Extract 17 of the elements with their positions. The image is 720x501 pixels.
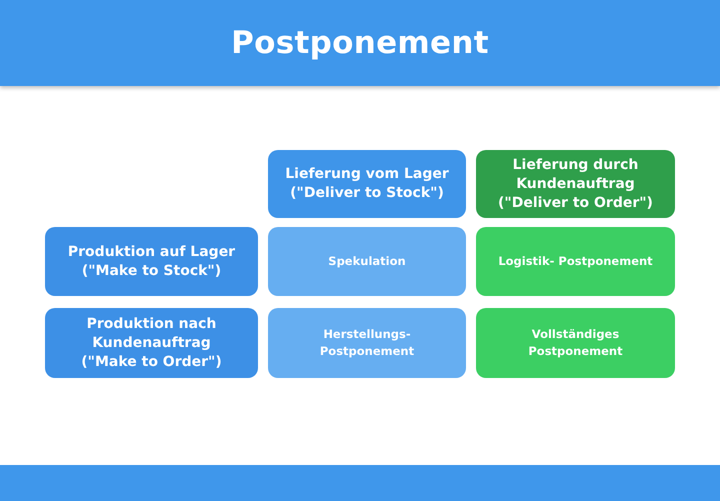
title: Postponement bbox=[231, 25, 489, 61]
matrix-cell bbox=[268, 308, 466, 378]
node-text: Herstellungs- Postponement bbox=[318, 326, 416, 360]
node-text: Lieferung vom Lager ("Deliver to Stock") bbox=[284, 165, 450, 203]
node-text: Lieferung durch Kundenauftrag ("Deliver to Order") bbox=[497, 156, 654, 212]
column-header bbox=[476, 150, 675, 218]
matrix-cell bbox=[476, 308, 675, 378]
row-header bbox=[45, 227, 258, 296]
matrix-cell bbox=[476, 227, 675, 296]
node-text: Spekulation bbox=[328, 253, 406, 270]
column-header bbox=[268, 150, 466, 218]
node-text: Produktion nach Kundenauftrag ("Make to Order") bbox=[80, 314, 223, 372]
node-text: Vollständiges Postponement bbox=[527, 326, 624, 360]
node-text: Logistik- Postponement bbox=[498, 253, 653, 270]
matrix-cell bbox=[268, 227, 466, 296]
node-text: Produktion auf Lager ("Make to Stock") bbox=[66, 242, 236, 280]
row-header bbox=[45, 308, 258, 378]
